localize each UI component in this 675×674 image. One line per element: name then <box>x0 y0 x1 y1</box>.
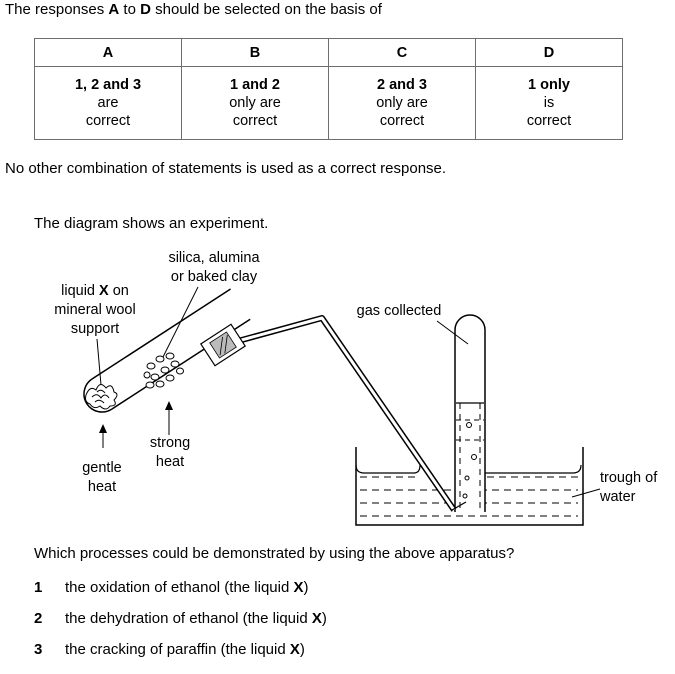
intro-option-d: D <box>140 1 151 18</box>
cell-a: 1, 2 and 3 are correct <box>34 66 182 140</box>
label-silica: silica, alumina or baked clay <box>168 250 260 285</box>
cell-b: 1 and 2 only are correct <box>181 66 329 140</box>
pointer-silica <box>162 286 199 358</box>
label-liquid-x: liquid X on mineral wool support <box>54 283 136 337</box>
delivery-tube <box>237 315 457 512</box>
intro-text: The responses A to D should be selected … <box>5 1 382 18</box>
table-row: 1, 2 and 3 are correct 1 and 2 only are … <box>34 66 623 140</box>
column-header-c: C <box>328 38 476 67</box>
diagram-intro: The diagram shows an experiment. <box>34 215 269 232</box>
cell-d: 1 only is correct <box>475 66 623 140</box>
response-key-table: A B C D 1, 2 and 3 are correct 1 and 2 o… <box>34 38 623 140</box>
cell-c: 2 and 3 only are correct <box>328 66 476 140</box>
gas-bubbles <box>462 422 477 499</box>
mineral-wool-plug <box>85 384 118 410</box>
label-strong-heat: strong heat <box>149 435 191 470</box>
pointer-trough <box>571 488 601 498</box>
trough <box>355 447 584 526</box>
pointer-gas <box>436 320 469 345</box>
label-trough-of-water: trough of water <box>600 470 658 505</box>
silica-chips <box>143 352 184 389</box>
label-gentle-heat: gentle heat <box>82 460 122 495</box>
intro-option-a: A <box>108 1 120 18</box>
no-combination-note: No other combination of statements is us… <box>5 160 447 177</box>
rubber-bung <box>199 323 247 367</box>
gas-collection-tube <box>454 314 486 512</box>
pointer-liquid-x <box>96 338 102 386</box>
label-gas-collected: gas collected <box>356 303 442 319</box>
question-text: Which processes could be demonstrated by… <box>34 545 515 562</box>
